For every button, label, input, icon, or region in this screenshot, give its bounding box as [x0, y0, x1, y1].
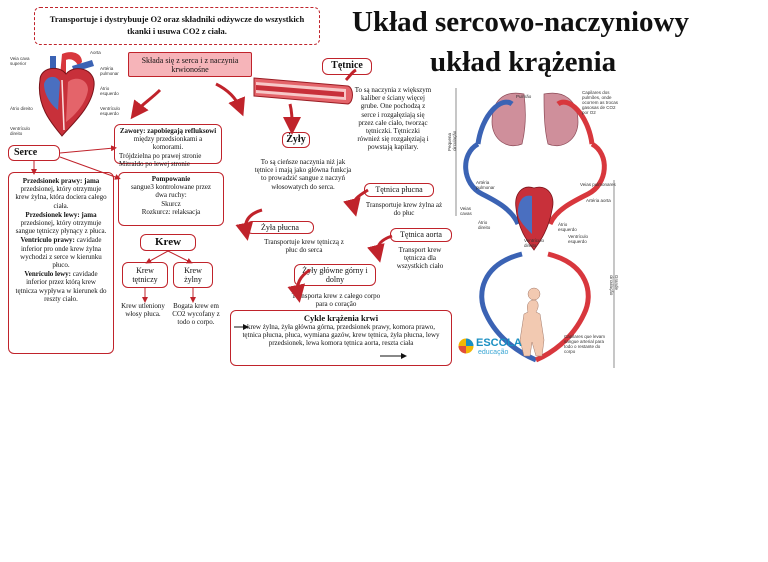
label-ventriculo-direito: Ventrículo direito [10, 126, 31, 136]
blood-vessel-icon [253, 77, 353, 105]
circ-label-atrio-esquerdo: Átrio esquerdo [558, 222, 577, 232]
tetnica-plucna-label: Tętnica płucna [364, 183, 434, 197]
tetnice-text: To są naczynia z większym kaliber e ścia… [354, 86, 432, 152]
tetnice-label: Tętnice [322, 58, 372, 75]
chamber-1-title: Przedsionek prawy: jama [22, 177, 100, 185]
arrow-zyly-glowne [287, 268, 311, 303]
label-atrio-esquerdo: Átrio esquerdo [100, 86, 119, 96]
arrow-serce-zawory [59, 145, 117, 154]
intro-box: Transportuje i dystrybuuje O2 oraz skład… [34, 7, 320, 45]
circ-label-arteria-pulmonar: Artéria pulmonar [476, 180, 495, 190]
circ-label-grande: Grande circulação [609, 275, 619, 296]
tetnica-aorta-text: Transport krew tętnicza dla wszystkich c… [396, 246, 444, 271]
chamber-4-title: Venrículo lewy: [24, 270, 71, 279]
pompowanie-line-3: Skurcz [161, 199, 181, 208]
krew-zylny-desc: Bogata krew em CO2 wycofany z todo o cor… [172, 302, 220, 327]
chamber-1-text: przedsionej, który otrzymuje krew żylna,… [15, 185, 107, 210]
pompowanie-title: Pompowanie [151, 175, 191, 183]
circ-label-arteria-aorta: Artéria aorta [586, 198, 611, 203]
zawory-title: Zawory: zapobiegają refluksowi [119, 127, 217, 135]
escola-logo-icon [458, 338, 474, 354]
circ-label-capilares-bottom: Capilares que levam sangue arterial para… [564, 334, 606, 354]
page-title: Układ sercowo-naczyniowy [352, 6, 689, 38]
cycle-text: krew żylna, żyła główna górna, przedsion… [242, 323, 440, 348]
tetnica-aorta-label: Tętnica aorta [390, 228, 452, 242]
arrow-to-serce [130, 88, 162, 120]
arrow-to-tetnice [344, 68, 357, 82]
chamber-2-text: przedsionej, który otrzymuje sangue tętn… [15, 219, 107, 236]
heart-icon [38, 52, 95, 137]
krew-tetniczy-desc: Krew utleniony włosy płuca. [121, 302, 165, 319]
chamber-3-text: cavidade inferior pro onde krew żylna wy… [20, 236, 102, 270]
arrow-to-vessels [215, 82, 246, 117]
arrow-tetnica-aorta [367, 234, 393, 263]
serce-label: Serce [8, 145, 60, 161]
arrow-to-zyly [282, 103, 301, 135]
tetnica-plucna-text: Transportuje krew żylna aż do płuc [365, 201, 443, 218]
zawory-box: Zawory: zapobiegają refluksowi między pr… [114, 124, 222, 168]
page-subtitle: układ krążenia [430, 46, 617, 78]
chamber-3-title: Ventriculo prawy: [20, 236, 75, 245]
escola-logo-name: ESCOLA [476, 337, 522, 349]
chamber-4-text: cavidade inferior przez którą krew tętni… [15, 270, 107, 303]
zyly-glowne-text: Transporta krew z całego corpo para o co… [291, 292, 381, 309]
circ-label-atrio-direito: Átrio direito [478, 220, 491, 230]
krew-tetniczy-box: Krew tętniczy [122, 262, 168, 288]
escola-logo-sub: educação [478, 349, 509, 356]
circ-label-pulmao: Pulmão [516, 94, 532, 99]
pompowanie-line-1: sangue3 kontrolowane przez [130, 183, 212, 192]
circ-label-veias-pulmonares: Veias pulmonares [580, 182, 616, 187]
krew-label: Krew [140, 234, 196, 251]
krew-zylny-box: Krew żylny [173, 262, 213, 288]
circ-label-pulmonar: Pequena circulação [447, 130, 457, 151]
chambers-box: Przedsionek prawy: jama przedsionej, któ… [8, 172, 114, 354]
label-vcs: Veia cava superior [10, 56, 30, 66]
cycle-title: Cykle krążenia krwi [303, 313, 379, 323]
zyla-plucna-text: Transportuje krew tętniczą z płuc do ser… [264, 238, 344, 255]
zawory-line-3: Mitraldo po lewej stronie [119, 159, 190, 168]
arrow-zyla-plucna [235, 208, 263, 241]
circ-label-veias-cavas: Veias cavas [460, 206, 472, 216]
label-ventriculo-esquerdo: Ventrículo esquerdo [100, 106, 121, 116]
zyly-glowne-label: Żyły główne górny i dolny [294, 264, 376, 286]
circ-label-capilares-top: Capilares dos pulmões, onde ocorrem as t… [582, 90, 619, 115]
circulation-diagram: Pulmão Pequena circulação Capilares dos … [447, 84, 620, 372]
cycle-box: Cykle krążenia krwi krew żylna, żyła głó… [230, 310, 452, 366]
arrow-tetnica-plucna [343, 188, 369, 217]
arrow-krew-zylny [167, 250, 193, 264]
composition-text: Składa się z serca i z naczynia krwionoś… [141, 56, 239, 75]
heart-illustration: Veia cava superior Aorta Artéria pulmona… [10, 50, 122, 142]
circulation-icon [455, 88, 615, 368]
label-aorta: Aorta [90, 50, 101, 55]
zyla-plucna-label: Żyła płucna [246, 221, 314, 234]
zyly-text: To są cieńsze naczynia niż jak tętnice i… [254, 158, 352, 191]
arrow-serce-pompowanie [59, 156, 121, 180]
intro-text: Transportuje i dystrybuuje O2 oraz skład… [49, 14, 305, 36]
arrow-krew-tetniczy [145, 250, 169, 264]
zawory-line-1: między przedsionkami a komorami. [133, 135, 203, 152]
artery-illustration [252, 72, 356, 112]
label-arteria-pulmonar: Artéria pulmonar [100, 66, 119, 76]
circ-label-ventriculo-esquerdo: Ventrículo esquerdo [568, 234, 589, 244]
label-atrio-direito: Átrio direito [10, 106, 33, 111]
pompowanie-line-4: Rozkurcz: relaksacja [141, 207, 201, 216]
pompowanie-box: Pompowanie sangue3 kontrolowane przez dw… [118, 172, 224, 226]
circ-label-ventriculo-direito: Ventrículo direito [524, 238, 545, 248]
chamber-2-title: Przedsionek lewy: jama [25, 210, 97, 219]
pompowanie-line-2: dwa ruchy: [155, 191, 187, 200]
composition-box: Składa się z serca i z naczynia krwionoś… [128, 52, 252, 77]
zawory-line-2: Trójdzielna po prawej stronie [119, 151, 202, 160]
